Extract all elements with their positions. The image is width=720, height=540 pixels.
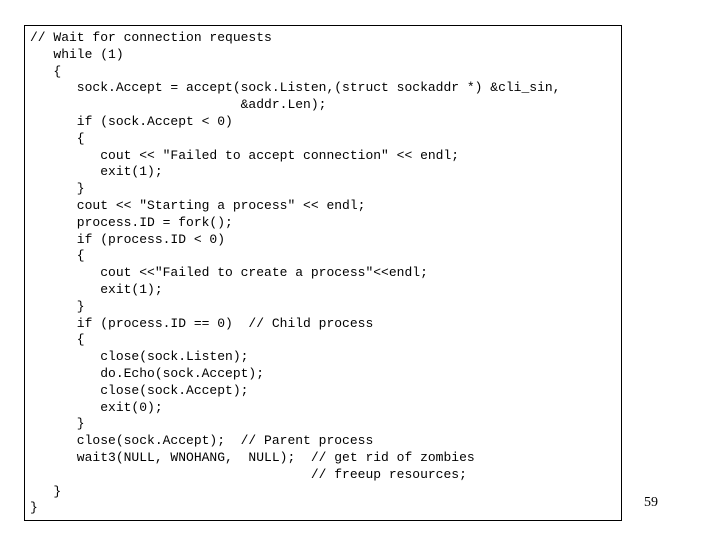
- code-line: cout << "Starting a process" << endl;: [30, 197, 366, 213]
- code-line: wait3(NULL, WNOHANG, NULL); // get rid o…: [30, 449, 475, 465]
- code-line: sock.Accept = accept(sock.Listen,(struct…: [30, 80, 561, 96]
- code-line: close(sock.Accept); // Parent process: [30, 433, 374, 449]
- code-line: close(sock.Listen);: [30, 349, 249, 365]
- code-line: }: [30, 483, 62, 499]
- code-line: close(sock.Accept);: [30, 382, 249, 398]
- code-line: }: [30, 181, 85, 197]
- code-line: if (sock.Accept < 0): [30, 113, 233, 129]
- code-line: if (process.ID == 0) // Child process: [30, 315, 374, 331]
- code-line: }: [30, 298, 85, 314]
- code-line: exit(1);: [30, 281, 163, 297]
- code-line: exit(0);: [30, 399, 163, 415]
- code-line: &addr.Len);: [30, 97, 327, 113]
- code-line: cout <<"Failed to create a process"<<end…: [30, 265, 428, 281]
- code-line: }: [30, 416, 85, 432]
- code-line: cout << "Failed to accept connection" <<…: [30, 147, 460, 163]
- code-line: if (process.ID < 0): [30, 231, 226, 247]
- code-line: }: [30, 500, 38, 516]
- code-line: {: [30, 248, 85, 264]
- code-line: exit(1);: [30, 164, 163, 180]
- page-number: 59: [644, 495, 658, 510]
- code-line: {: [30, 63, 62, 79]
- code-line: {: [30, 130, 85, 146]
- code-line: while (1): [30, 46, 124, 62]
- code-block: // Wait for connection requests while (1…: [30, 30, 561, 517]
- code-line: // freeup resources;: [30, 466, 467, 482]
- code-line: process.ID = fork();: [30, 214, 233, 230]
- code-line: // Wait for connection requests: [30, 30, 272, 45]
- code-line: do.Echo(sock.Accept);: [30, 365, 265, 381]
- code-box: // Wait for connection requests while (1…: [24, 25, 622, 521]
- code-line: {: [30, 332, 85, 348]
